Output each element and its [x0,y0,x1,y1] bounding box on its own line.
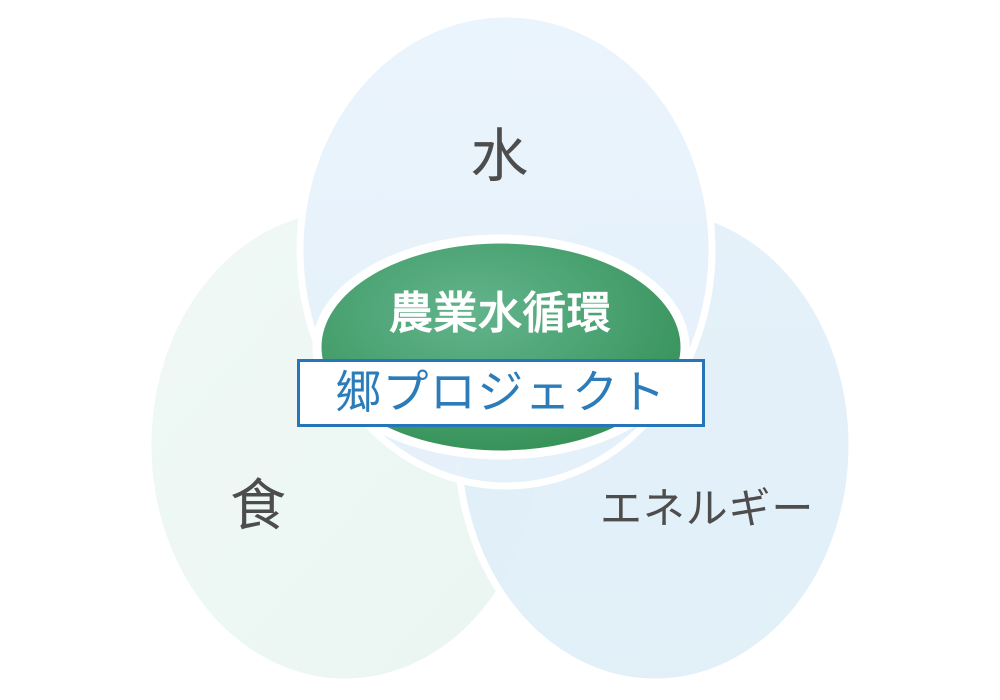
circle-label-food: 食 [230,474,288,537]
center-title: 農業水循環 [388,289,612,338]
circle-label-energy: エネルギー [600,485,815,532]
project-name-label: 郷プロジェクト [335,367,667,418]
circle-label-water: 水 [470,124,530,189]
project-name-box: 郷プロジェクト [297,359,705,427]
